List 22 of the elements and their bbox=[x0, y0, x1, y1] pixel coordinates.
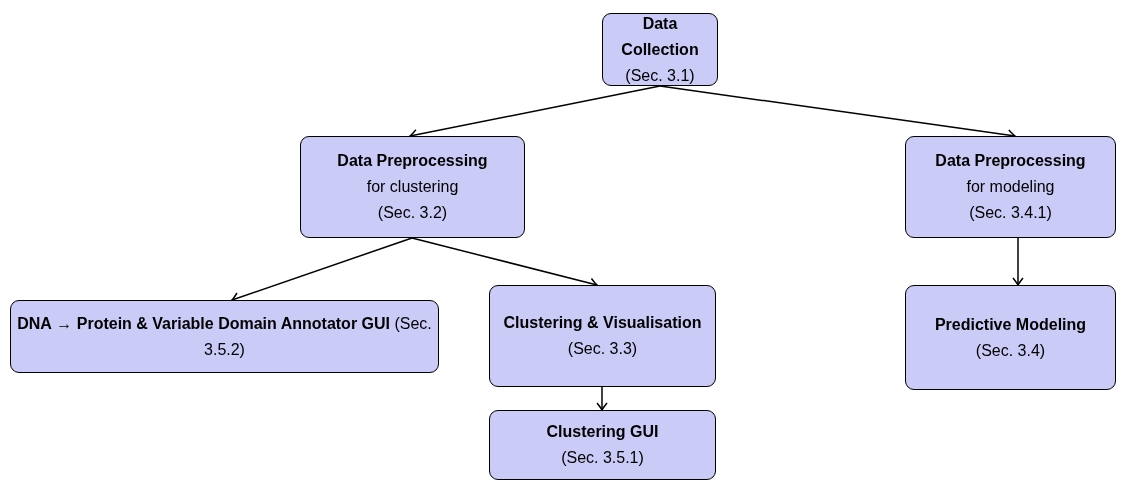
box-heading: Clustering GUI bbox=[546, 422, 659, 442]
process-box bbox=[300, 136, 525, 238]
box-text: for clustering bbox=[366, 177, 459, 197]
box-text: for modeling bbox=[966, 177, 1055, 197]
process-box bbox=[489, 285, 716, 387]
process-box bbox=[905, 285, 1116, 390]
box-heading: Data Preprocessing bbox=[337, 151, 488, 171]
box-heading: Data Collection bbox=[620, 13, 700, 60]
box-text: (Sec. 3.2) bbox=[377, 203, 448, 223]
box-text: (Sec. 3.4) bbox=[975, 340, 1046, 361]
box-text: (Sec. 3.3) bbox=[567, 339, 638, 359]
box-text: (Sec. 3.1) bbox=[625, 65, 695, 86]
box-text: (Sec. 3.5.1) bbox=[561, 448, 644, 468]
box-text: DNA → Protein & Variable Domain Annotator GUI (Sec. 3.5.2) bbox=[17, 313, 432, 360]
box-heading: Data Preprocessing bbox=[935, 151, 1086, 171]
process-box bbox=[489, 410, 716, 480]
box-heading: Clustering & Visualisation bbox=[503, 313, 702, 333]
box-heading: Predictive Modeling bbox=[934, 314, 1087, 335]
process-box bbox=[10, 300, 439, 373]
process-box bbox=[602, 13, 718, 86]
process-box bbox=[905, 136, 1116, 238]
box-text: (Sec. 3.4.1) bbox=[969, 203, 1052, 223]
